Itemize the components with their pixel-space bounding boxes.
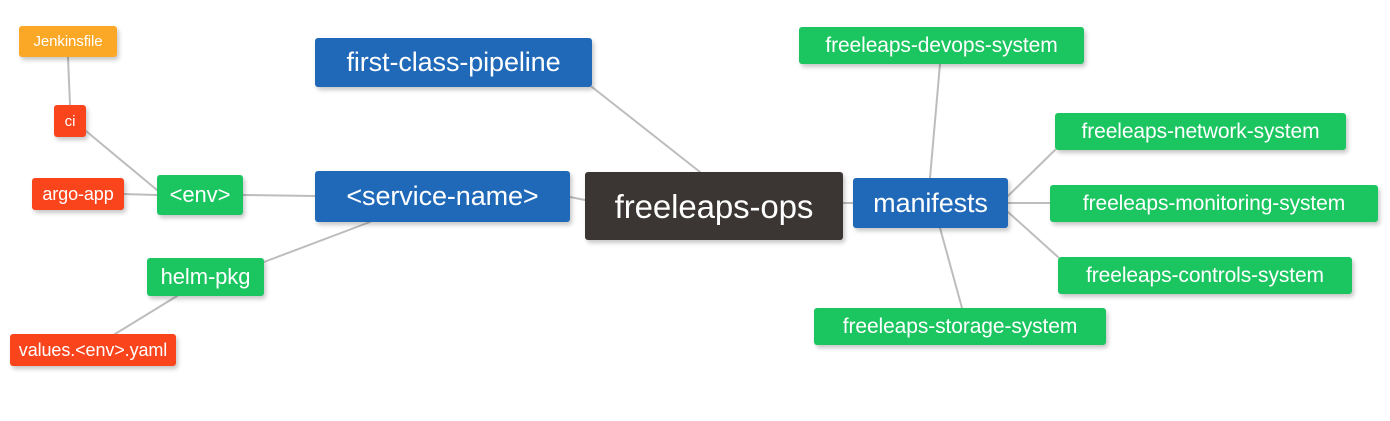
edge-freeleaps-ops-to-service-name (569, 196, 586, 201)
mindmap-node-first-class-pipeline[interactable]: first-class-pipeline (315, 38, 592, 87)
mindmap-node-label: helm-pkg (160, 264, 251, 289)
mindmap-node-freeleaps-storage-system[interactable]: freeleaps-storage-system (814, 308, 1106, 345)
mindmap-node-label: freeleaps-monitoring-system (1082, 192, 1346, 215)
mindmap-node-label: values.<env>.yaml (18, 340, 168, 360)
edge-helm-pkg-to-values-env-yaml (114, 295, 178, 335)
mindmap-node-manifests[interactable]: manifests (853, 178, 1008, 228)
edge-manifests-to-freeleaps-devops-system (929, 63, 941, 179)
mindmap-node-freeleaps-network-system[interactable]: freeleaps-network-system (1055, 113, 1346, 150)
mindmap-node-freeleaps-monitoring-system[interactable]: freeleaps-monitoring-system (1050, 185, 1378, 222)
mindmap-node-env[interactable]: <env> (157, 175, 243, 215)
mindmap-node-label: freeleaps-network-system (1081, 120, 1320, 143)
edge-ci-to-jenkinsfile (67, 56, 71, 106)
mindmap-node-jenkinsfile[interactable]: Jenkinsfile (19, 26, 117, 57)
mindmap-node-label: manifests (873, 187, 988, 218)
mindmap-node-label: ci (64, 112, 76, 130)
edge-service-name-to-env (242, 194, 316, 197)
edge-service-name-to-helm-pkg (263, 221, 371, 263)
mindmap-node-label: <env> (169, 182, 231, 207)
mindmap-node-label: Jenkinsfile (33, 33, 103, 50)
edge-manifests-to-freeleaps-network-system (1007, 149, 1056, 197)
mindmap-node-label: <service-name> (346, 181, 539, 211)
mindmap-node-freeleaps-ops[interactable]: freeleaps-ops (585, 172, 843, 240)
mindmap-node-label: freeleaps-devops-system (825, 34, 1058, 57)
mindmap-node-service-name[interactable]: <service-name> (315, 171, 570, 222)
mindmap-node-label: argo-app (42, 184, 114, 204)
mindmap-node-label: first-class-pipeline (346, 47, 561, 77)
mindmap-node-label: freeleaps-ops (614, 187, 814, 225)
mindmap-node-argo-app[interactable]: argo-app (32, 178, 124, 210)
mindmap-node-helm-pkg[interactable]: helm-pkg (147, 258, 264, 296)
mindmap-node-freeleaps-controls-system[interactable]: freeleaps-controls-system (1058, 257, 1352, 294)
edge-env-to-argo-app (123, 193, 158, 196)
mindmap-node-label: freeleaps-storage-system (842, 315, 1078, 338)
mindmap-node-ci[interactable]: ci (54, 105, 86, 137)
edge-manifests-to-freeleaps-storage-system (939, 227, 963, 309)
mindmap-node-values-env-yaml[interactable]: values.<env>.yaml (10, 334, 176, 366)
mindmap-node-freeleaps-devops-system[interactable]: freeleaps-devops-system (799, 27, 1084, 64)
edge-freeleaps-ops-to-first-class-pipeline (591, 86, 701, 173)
mindmap-node-label: freeleaps-controls-system (1086, 264, 1324, 287)
